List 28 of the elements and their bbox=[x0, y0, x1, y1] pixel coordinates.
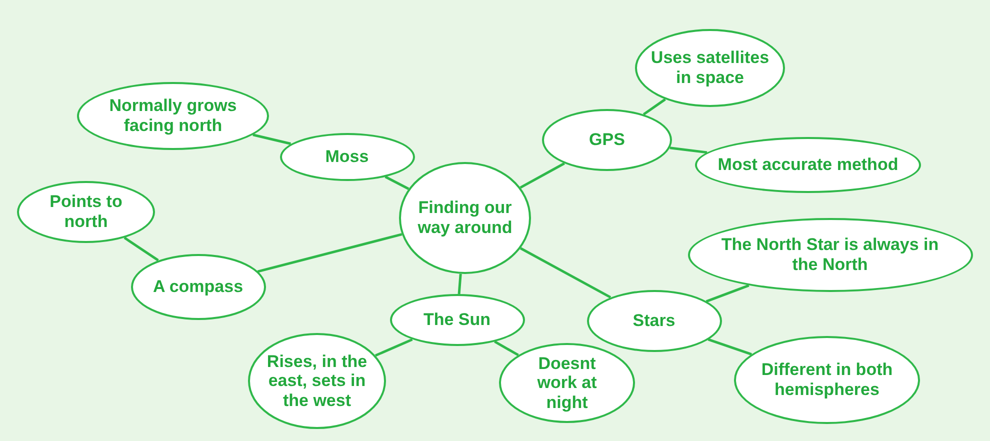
topic-text: Uses satellites in space bbox=[650, 48, 770, 88]
connector-line bbox=[494, 340, 519, 356]
connector-line bbox=[642, 98, 666, 116]
connector-line bbox=[708, 338, 752, 356]
topic-text: The North Star is always in the North bbox=[720, 235, 940, 275]
connector-line bbox=[670, 146, 708, 154]
topic-text: Most accurate method bbox=[718, 155, 898, 175]
topic-text: Doesnt work at night bbox=[536, 354, 598, 412]
topic-text: Rises, in the east, sets in the west bbox=[266, 352, 368, 410]
topic-text: The Sun bbox=[423, 310, 491, 330]
connector-line bbox=[252, 134, 292, 145]
connector-line bbox=[384, 176, 410, 190]
connector-line bbox=[520, 247, 612, 298]
connector-line bbox=[257, 233, 402, 273]
connector-line bbox=[706, 284, 750, 303]
connector-line bbox=[458, 274, 462, 294]
connector-line bbox=[374, 338, 413, 357]
topic-text: Moss bbox=[325, 147, 369, 167]
topic-text: A compass bbox=[152, 277, 244, 297]
topic-text: Different in both hemispheres bbox=[760, 360, 894, 400]
topic-ellipse bbox=[586, 290, 722, 352]
topic-text: Points to north bbox=[48, 192, 124, 232]
connector-line bbox=[124, 236, 159, 262]
connector-line bbox=[520, 162, 565, 189]
topic-text: GPS bbox=[589, 130, 625, 150]
topic-text: Finding our way around bbox=[416, 198, 514, 238]
topic-text: Stars bbox=[632, 311, 676, 331]
topic-text: Normally grows facing north bbox=[108, 96, 238, 136]
